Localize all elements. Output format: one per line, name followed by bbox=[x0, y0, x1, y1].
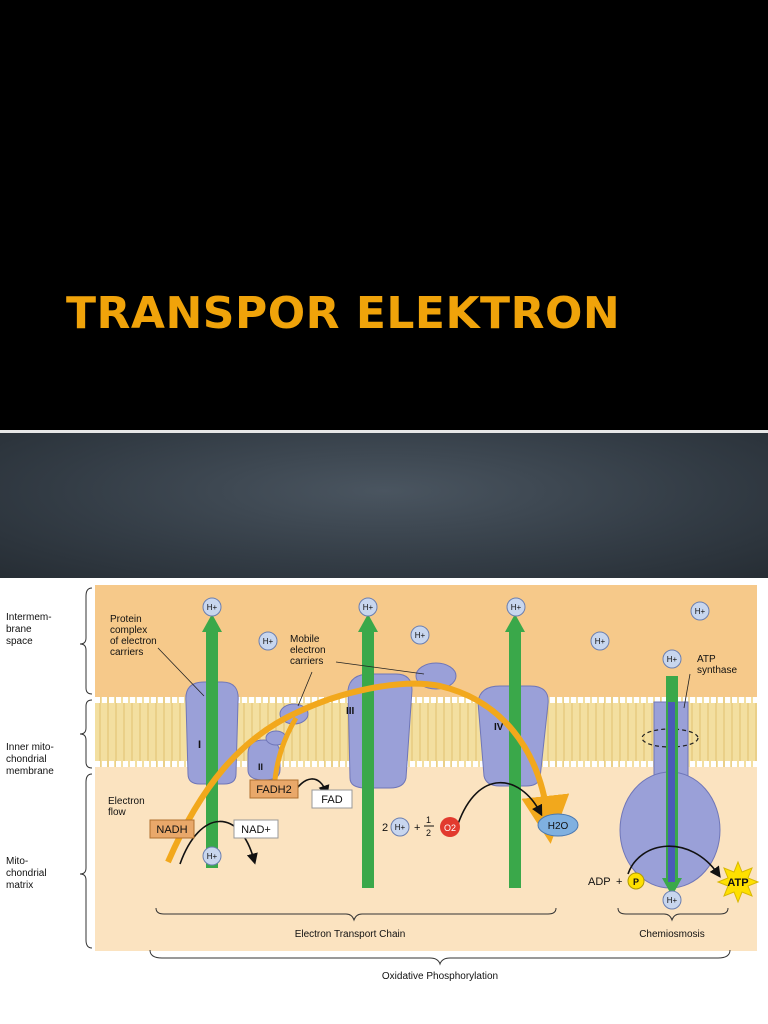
annotation-mobile-carriers: Mobile electron carriers bbox=[290, 634, 328, 667]
complex-ii bbox=[247, 739, 281, 781]
water-molecule bbox=[537, 813, 579, 837]
atp-synthesis-arrow bbox=[627, 845, 721, 878]
oxphos-bracket bbox=[149, 949, 731, 966]
annotation-protein-complex: Protein complex of electron carriers bbox=[110, 614, 159, 658]
fadh2-label: FADH2 bbox=[256, 784, 291, 796]
h-ion-label: H+ bbox=[207, 603, 218, 612]
h-ion-label: H+ bbox=[263, 637, 274, 646]
atp-starburst bbox=[716, 860, 760, 904]
label-inner-membrane: Inner mito- chondrial membrane bbox=[6, 742, 57, 777]
phosphate-label: P bbox=[633, 877, 639, 887]
chemiosmosis-label: Chemiosmosis bbox=[639, 929, 705, 940]
fraction-numerator: 1 bbox=[426, 815, 431, 825]
complex-label-i: I bbox=[198, 739, 201, 751]
label-intermembrane: Intermem- brane space bbox=[6, 612, 54, 647]
complex-label-iv: IV bbox=[494, 722, 504, 733]
h-ion-label: H+ bbox=[395, 823, 406, 832]
h-ion-label: H+ bbox=[511, 603, 522, 612]
nad-label: NAD+ bbox=[241, 824, 271, 836]
fad-label: FAD bbox=[321, 794, 342, 806]
nadh-label: NADH bbox=[156, 824, 187, 836]
h-ion-label: H+ bbox=[667, 896, 678, 905]
plus-sign: + bbox=[616, 876, 622, 888]
region-braces bbox=[79, 587, 93, 949]
annotation-atp-synthase: ATP synthase bbox=[697, 654, 737, 676]
fad-box bbox=[311, 789, 353, 809]
proton-ions bbox=[202, 597, 710, 910]
electron-flow-path bbox=[165, 680, 570, 864]
title-area: TRANSPOR ELEKTRON bbox=[0, 0, 768, 430]
h-ion-label: H+ bbox=[415, 631, 426, 640]
oxygen-molecule bbox=[440, 817, 460, 837]
label-matrix: Mito- chondrial matrix bbox=[6, 856, 49, 891]
decorative-band bbox=[0, 433, 768, 578]
atp-synthase-channel bbox=[668, 702, 675, 882]
slide-title: TRANSPOR ELEKTRON bbox=[66, 288, 621, 339]
chemiosmosis-bracket bbox=[617, 907, 729, 922]
phospholipid-heads bbox=[95, 697, 757, 767]
h-ion-label: H+ bbox=[695, 607, 706, 616]
h-ion-label: H+ bbox=[363, 603, 374, 612]
etc-bracket bbox=[155, 907, 557, 922]
water-label: H2O bbox=[548, 821, 569, 832]
electron-transport-diagram: Intermem- brane space Inner mito- chondr… bbox=[6, 585, 760, 982]
h-ion-label: H+ bbox=[207, 852, 218, 861]
electron-transport-figure: Intermem- brane space Inner mito- chondr… bbox=[0, 578, 768, 1024]
title-divider bbox=[0, 430, 768, 433]
nad-box bbox=[233, 819, 279, 839]
complex-label-ii: II bbox=[258, 762, 263, 772]
adp-label: ADP bbox=[588, 876, 611, 888]
oxygen-reduction-arrow bbox=[457, 781, 543, 825]
etc-label: Electron Transport Chain bbox=[295, 929, 406, 940]
h-ion-label: H+ bbox=[595, 637, 606, 646]
oxygen-coefficient: 2 bbox=[382, 822, 388, 834]
nadh-oxidation-arrow bbox=[179, 820, 258, 865]
plus-sign: + bbox=[414, 822, 420, 834]
complex-label-iii: III bbox=[346, 706, 355, 717]
fraction-denominator: 2 bbox=[426, 828, 431, 838]
oxygen-label: O2 bbox=[444, 823, 456, 833]
annotation-electron-flow: Electron flow bbox=[108, 796, 147, 818]
nadh-box bbox=[149, 819, 195, 839]
atp-label: ATP bbox=[727, 877, 748, 889]
phosphate-molecule bbox=[627, 872, 645, 890]
fadh2-box bbox=[249, 779, 299, 799]
h-ion-label: H+ bbox=[667, 655, 678, 664]
oxphos-label: Oxidative Phosphorylation bbox=[382, 971, 498, 982]
